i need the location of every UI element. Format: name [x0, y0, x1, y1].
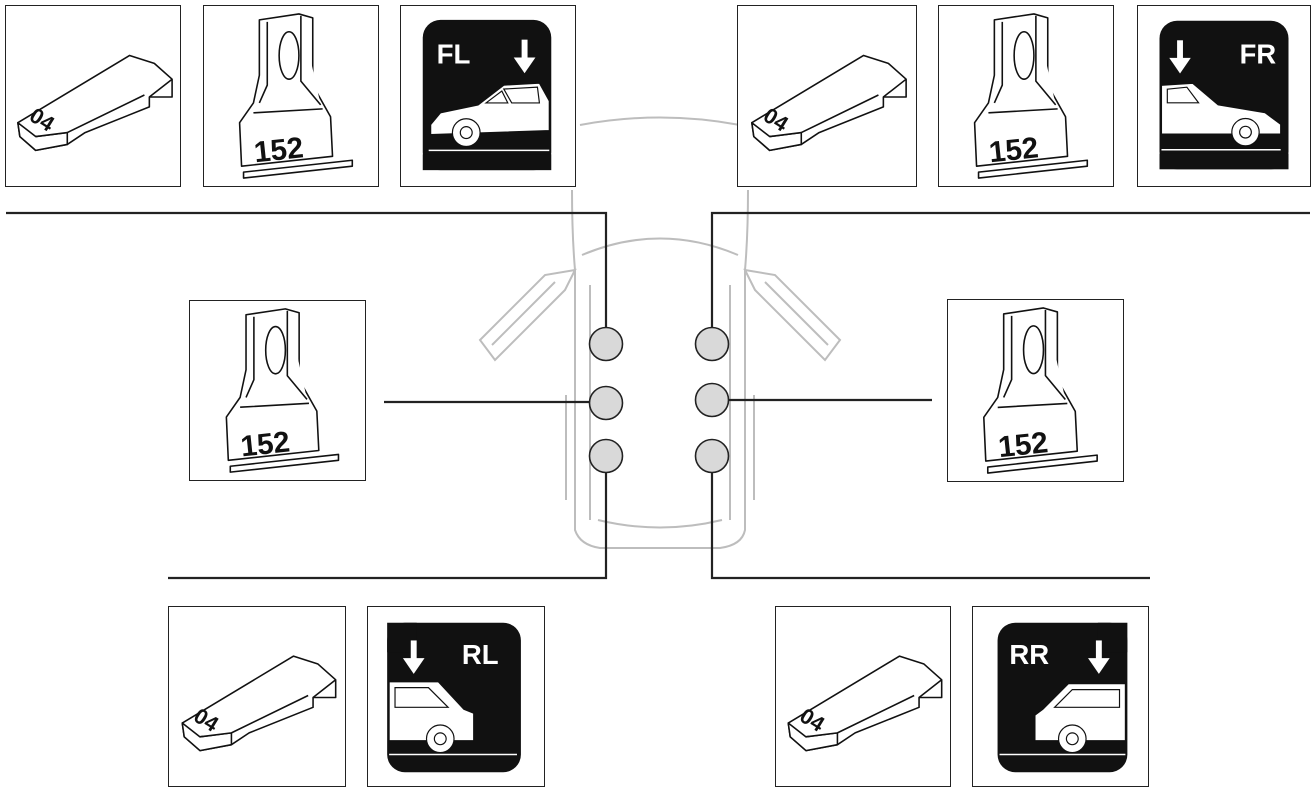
- down-arrow-icon: [513, 39, 536, 74]
- front-left-block-box: 04: [5, 5, 181, 187]
- svg-text:RL: RL: [462, 639, 499, 670]
- car-corner-icon: FR: [1159, 20, 1289, 170]
- rear-right-corner-box: RR: [972, 606, 1149, 787]
- pillar-part-icon: 152: [983, 307, 1098, 474]
- front-right-block-box: 04: [737, 5, 917, 187]
- pillar-part-icon: 152: [238, 13, 354, 179]
- block-part-icon: 04: [787, 655, 943, 752]
- front-left-corner-box: FL: [400, 5, 576, 187]
- middle-right-pillar-box: 152: [947, 299, 1124, 482]
- block-part-icon: 04: [17, 54, 173, 152]
- svg-text:FL: FL: [437, 38, 471, 69]
- down-arrow-icon: [1169, 40, 1191, 74]
- rear-left-corner-box: RL: [367, 606, 545, 787]
- svg-text:152: 152: [252, 131, 305, 169]
- car-corner-icon: RL: [387, 622, 521, 773]
- leader-lines: [6, 211, 1310, 580]
- down-arrow-icon: [402, 640, 425, 674]
- sensor-right-middle: [694, 382, 730, 418]
- sensor-right-front: [694, 326, 730, 362]
- svg-text:152: 152: [997, 426, 1050, 464]
- block-part-icon: 04: [181, 655, 337, 752]
- down-arrow-icon: [1088, 640, 1110, 674]
- pillar-part-icon: 152: [225, 308, 340, 473]
- sensor-left-rear: [588, 438, 624, 474]
- sensor-right-rear: [694, 438, 730, 474]
- sensor-points: [588, 326, 730, 474]
- car-corner-icon: RR: [997, 622, 1128, 773]
- middle-left-pillar-box: 152: [189, 300, 366, 481]
- sensor-left-front: [588, 326, 624, 362]
- front-left-pillar-box: 152: [203, 5, 379, 187]
- rear-right-block-box: 04: [775, 606, 951, 787]
- front-right-corner-box: FR: [1137, 5, 1311, 187]
- rear-left-block-box: 04: [168, 606, 346, 787]
- front-right-pillar-box: 152: [938, 5, 1114, 187]
- svg-text:152: 152: [239, 425, 291, 463]
- svg-text:152: 152: [987, 131, 1040, 169]
- svg-text:FR: FR: [1240, 39, 1277, 70]
- ghost-car-outline: [478, 116, 842, 549]
- svg-text:RR: RR: [1009, 639, 1049, 670]
- car-corner-icon: FL: [422, 19, 552, 171]
- block-part-icon: 04: [751, 54, 907, 152]
- pillar-part-icon: 152: [973, 13, 1089, 179]
- sensor-left-middle: [588, 385, 624, 421]
